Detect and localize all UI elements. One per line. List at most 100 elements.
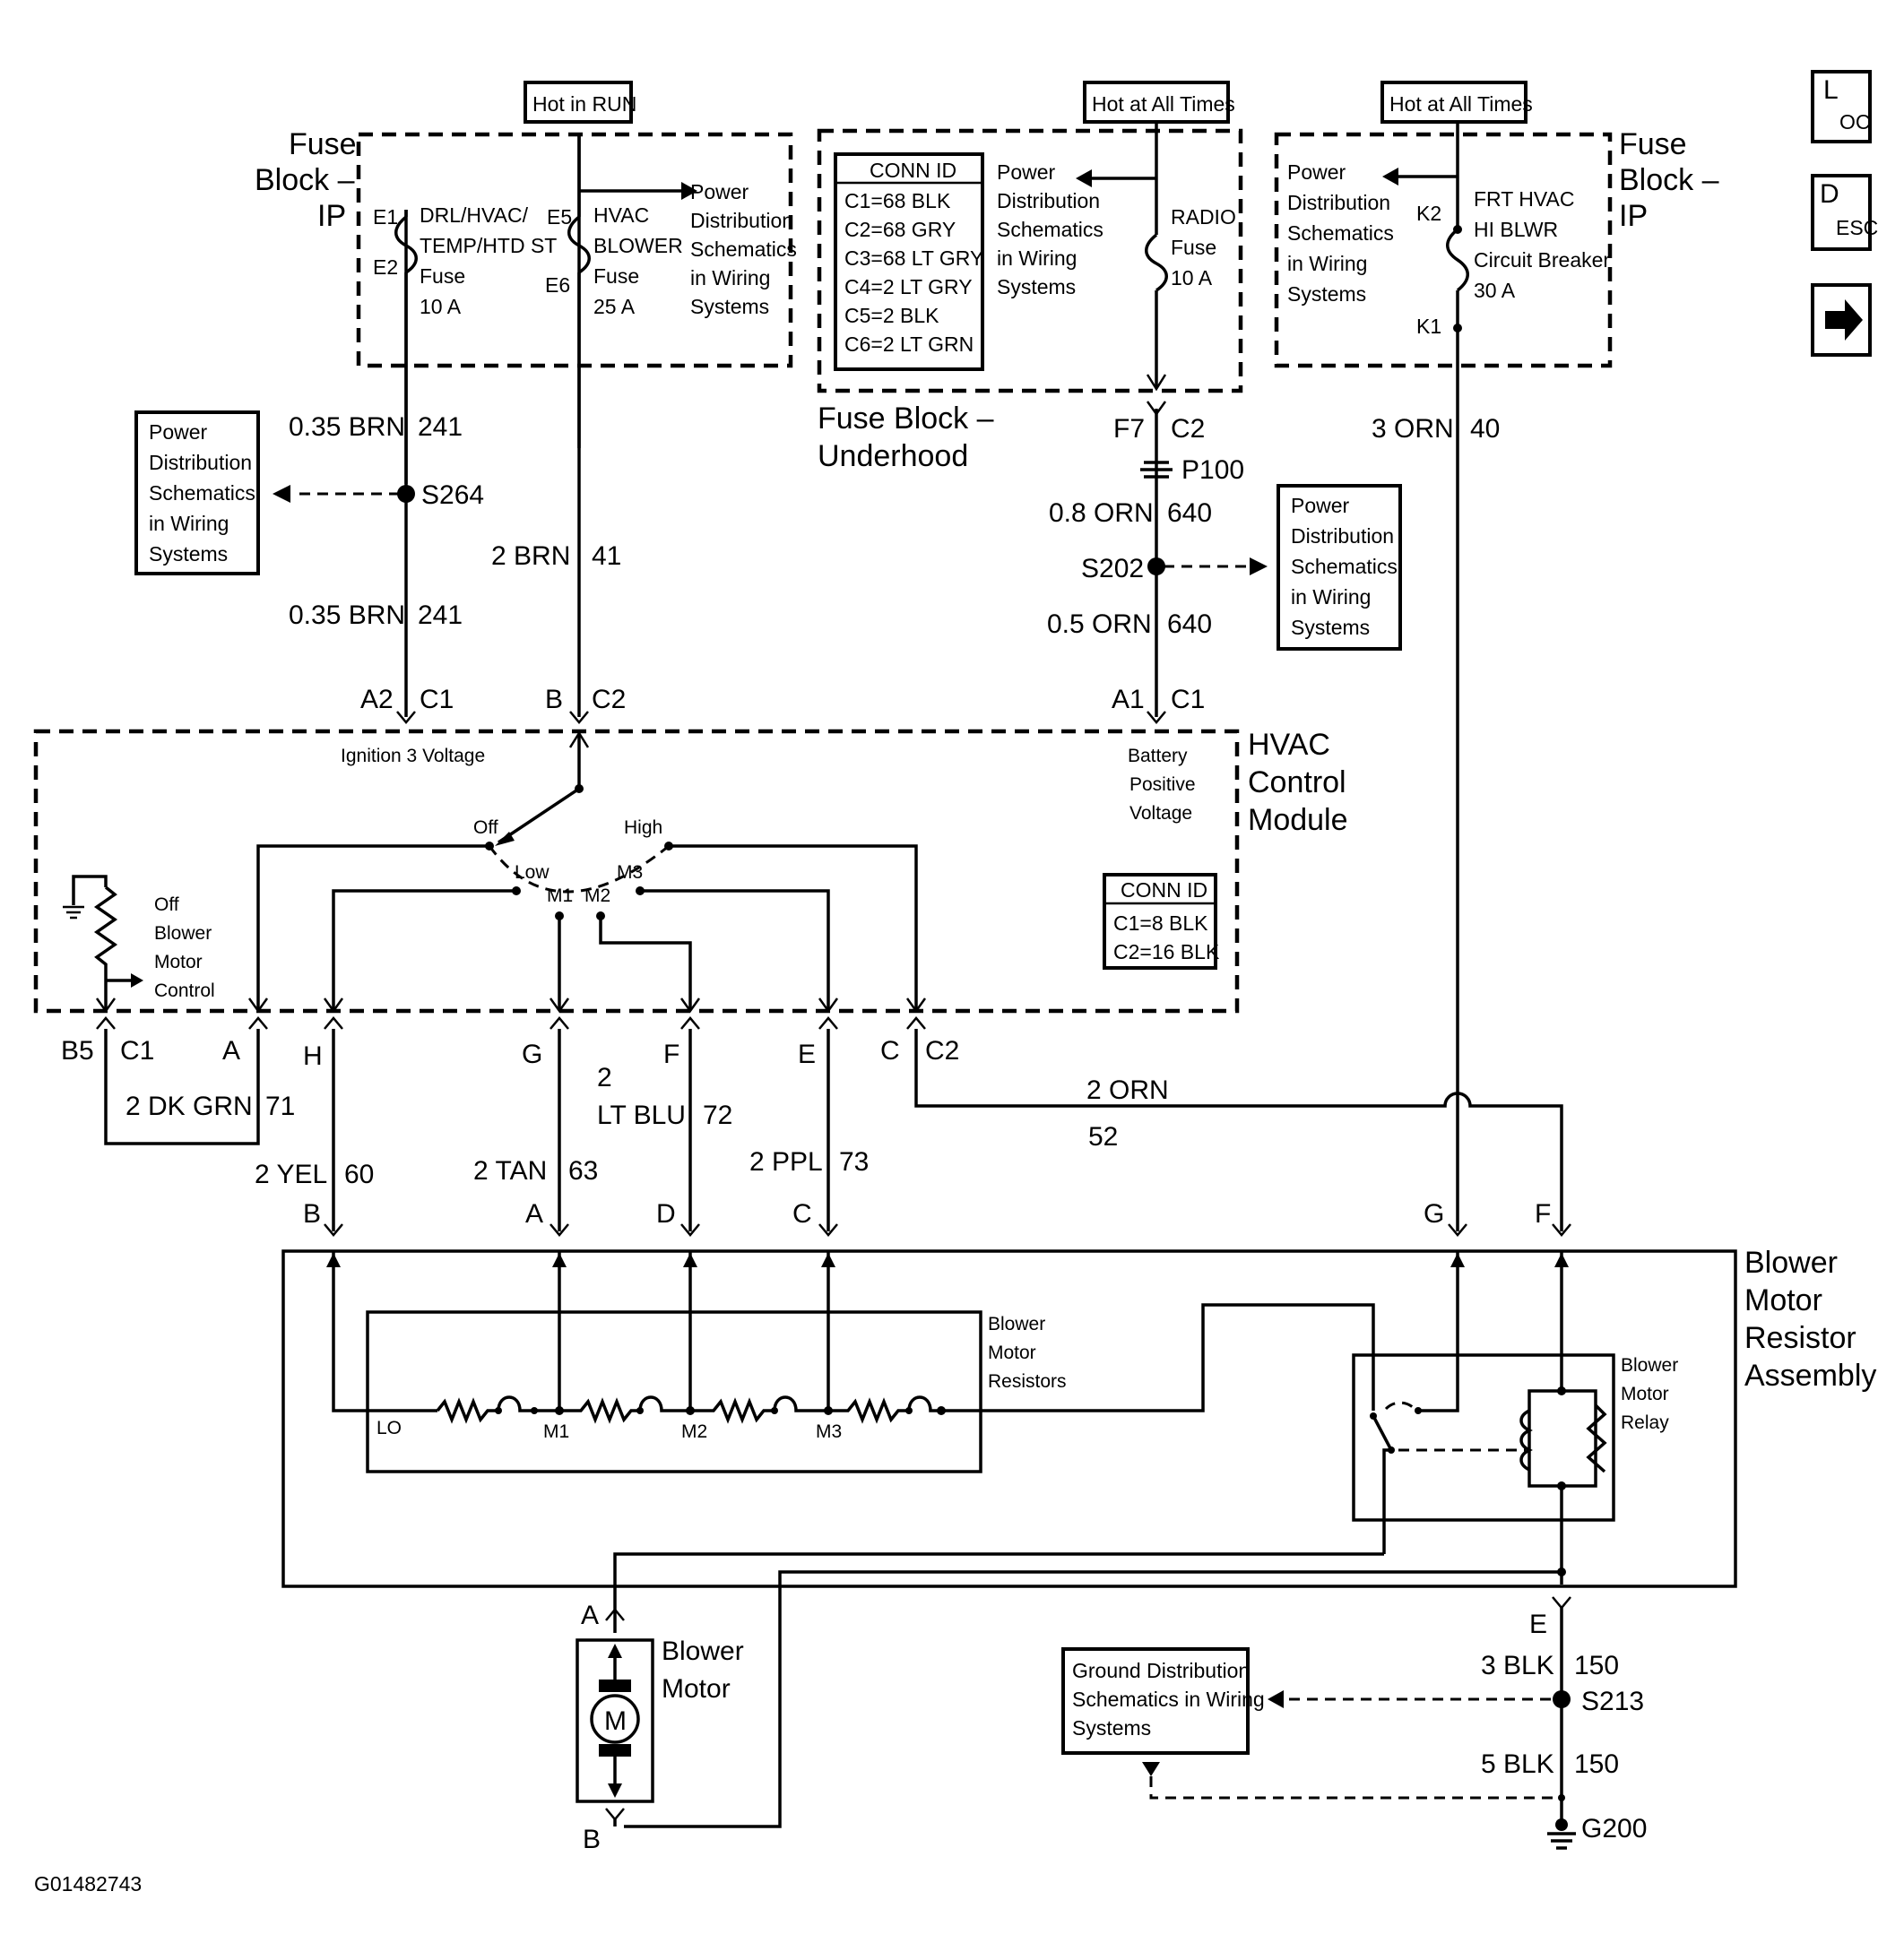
label-breaker_frt_hvac-pin_bottom: K1 — [1416, 315, 1441, 338]
blower-switch-wiper — [498, 787, 580, 844]
label-nav-loc_main: L — [1823, 75, 1839, 105]
label-wire_150_bottom-gauge: 5 BLK — [1481, 1749, 1554, 1779]
label-power_dist_3-l2: Distribution — [1287, 191, 1390, 214]
label-breaker_frt_hvac-pin_top: K2 — [1416, 202, 1441, 225]
label-power_dist_2-l1: Power — [997, 160, 1056, 184]
label-p100: P100 — [1181, 455, 1244, 485]
label-hvac_module-sw_m2: M2 — [584, 885, 610, 906]
drl-fuse-symbol — [394, 215, 418, 274]
label-connector_f7-conn: C2 — [1171, 414, 1205, 444]
label-fuse_drl-l4: 10 A — [420, 295, 462, 318]
label-fuse_hvac_blower-l2: BLOWER — [593, 234, 683, 257]
power-dist-arrow-2 — [1076, 169, 1092, 187]
label-wire_73-circuit: 73 — [839, 1147, 869, 1177]
motor-symbol — [590, 1694, 640, 1744]
label-hvac_bottom_pins-c1: C1 — [120, 1036, 154, 1066]
label-fuse_drl-pin_top: E1 — [373, 205, 398, 229]
label-headers-always2: Hot at All Times — [1389, 92, 1533, 116]
label-wire_41-circuit: 41 — [592, 541, 621, 571]
label-hvac_bottom_pins-c2: C2 — [925, 1036, 959, 1066]
label-power_dist_1-l1: Power — [690, 180, 749, 203]
next-page-button[interactable] — [1811, 283, 1872, 357]
label-wire_241_top-gauge: 0.35 BRN — [289, 412, 405, 442]
label-motor-l1: Blower — [662, 1636, 744, 1666]
power-dist-ref-3: Power Distribution Schematics in Wiring … — [1287, 160, 1394, 306]
label-wire_150_top-circuit: 150 — [1574, 1651, 1619, 1680]
label-motor-pin_b: B — [583, 1825, 601, 1854]
label-fuse_drl-l2: TEMP/HTD ST — [420, 234, 557, 257]
label-power_dist_left-l3: Schematics — [149, 481, 255, 505]
fuse-block-underhood-label-2: Underhood — [818, 439, 968, 473]
s202-arrow — [1250, 557, 1268, 575]
label-wire_41-gauge: 2 BRN — [491, 541, 570, 571]
label-resistors-l2: Motor — [988, 1343, 1036, 1363]
label-breaker_frt_hvac-l1: FRT HVAC — [1474, 187, 1574, 211]
label-fuse_radio-l2: Fuse — [1171, 236, 1216, 259]
label-power_dist_2-l4: in Wiring — [997, 246, 1077, 270]
fuse-block-ip-left-label-1: Fuse — [289, 127, 357, 161]
resistor-3 — [690, 1395, 828, 1424]
circuit-breaker-symbol — [1446, 228, 1469, 292]
nav-loc-button[interactable]: L OC — [1811, 70, 1872, 143]
label-hvac_top_pins-c2: C2 — [592, 685, 626, 714]
label-hvac_top_pins-c1b: C1 — [1171, 685, 1205, 714]
fuse-block-ip-left-outline — [356, 132, 793, 368]
label-power_dist_3-l4: in Wiring — [1287, 252, 1367, 275]
label-wire_71-gauge: 2 DK GRN — [125, 1092, 253, 1121]
ground-dist-arrow — [1142, 1762, 1160, 1776]
label-wire_71-circuit: 71 — [265, 1092, 295, 1121]
label-hvac_bottom_pins-a: A — [222, 1036, 240, 1066]
figure-id: G01482743 — [34, 1872, 142, 1896]
label-splice_s213: S213 — [1581, 1687, 1644, 1716]
label-splice_s202: S202 — [1081, 554, 1144, 583]
label-hvac_bottom_pins-f: F — [663, 1040, 679, 1069]
label-hvac_top_pins-a2: A2 — [360, 685, 394, 714]
label-wire_73-gauge: 2 PPL — [749, 1147, 823, 1177]
label-motor-symbol: M — [604, 1706, 627, 1736]
label-power_dist_left-l4: in Wiring — [149, 512, 229, 535]
label-power_dist_2-l2: Distribution — [997, 189, 1100, 212]
power-dist-ref-1: Power Distribution Schematics in Wiring … — [690, 180, 797, 318]
label-wire_241_bottom-circuit: 241 — [418, 600, 463, 630]
label-conn_id_underhood-rows-5: C6=2 LT GRN — [844, 332, 974, 356]
label-conn_id_underhood-rows-3: C4=2 LT GRY — [844, 275, 973, 298]
label-fuse_radio-l1: RADIO — [1171, 205, 1236, 229]
hvac-control-module-outline — [33, 729, 1240, 1014]
label-wire_63-circuit: 63 — [568, 1156, 598, 1186]
label-fuse_radio-l3: 10 A — [1171, 266, 1213, 289]
label-wire_150_top-gauge: 3 BLK — [1481, 1651, 1554, 1680]
label-hvac_bottom_pins-e: E — [798, 1040, 816, 1069]
label-fuse_drl-l1: DRL/HVAC/ — [420, 203, 529, 227]
label-ground_dist-l2: Schematics in Wiring — [1072, 1688, 1265, 1711]
label-fuse_hvac_blower-pin_top: E5 — [547, 205, 572, 229]
label-power_dist_3-l3: Schematics — [1287, 221, 1394, 245]
fuse-block-underhood-label-1: Fuse Block – — [818, 402, 994, 436]
label-hvac_module-sw_m1: M1 — [547, 885, 573, 906]
label-wire_60-circuit: 60 — [344, 1160, 374, 1189]
label-connector_f7-pin: F7 — [1113, 414, 1145, 444]
label-power_dist_left-l1: Power — [149, 420, 208, 444]
label-power_dist_left-l5: Systems — [149, 542, 228, 566]
p100-inline-connector — [1140, 461, 1173, 479]
label-resistor_pins-f: F — [1535, 1199, 1551, 1229]
label-resistor_pins-d: D — [656, 1199, 676, 1229]
label-hvac_module-ctrl4: Control — [154, 980, 215, 1001]
label-power_dist_4-l4: in Wiring — [1291, 585, 1371, 609]
label-wire_640_top-circuit: 640 — [1167, 498, 1212, 528]
label-resistors-m1: M1 — [543, 1421, 569, 1442]
blower-motor-box — [576, 1638, 654, 1803]
label-wire_241_bottom-gauge: 0.35 BRN — [289, 600, 405, 630]
nav-desc-button[interactable]: D ESC — [1811, 174, 1878, 251]
label-hvac_top_pins-c1a: C1 — [420, 685, 454, 714]
label-wire_52-circuit: 52 — [1088, 1122, 1118, 1152]
label-fuse_hvac_blower-pin_bottom: E6 — [545, 273, 570, 297]
resistor-4 — [828, 1395, 941, 1424]
label-hvac_module-batt1: Battery — [1128, 746, 1188, 766]
label-resistor_pins-b: B — [303, 1199, 321, 1229]
power-dist-box-right: Power Distribution Schematics in Wiring … — [1277, 484, 1402, 651]
fuse-block-ip-left-label-3: IP — [317, 199, 346, 233]
label-breaker_frt_hvac-l4: 30 A — [1474, 279, 1516, 302]
label-conn_id_underhood-rows-2: C3=68 LT GRY — [844, 246, 983, 270]
label-resistors-l3: Resistors — [988, 1371, 1067, 1392]
label-hvac_top_pins-a1: A1 — [1112, 685, 1145, 714]
